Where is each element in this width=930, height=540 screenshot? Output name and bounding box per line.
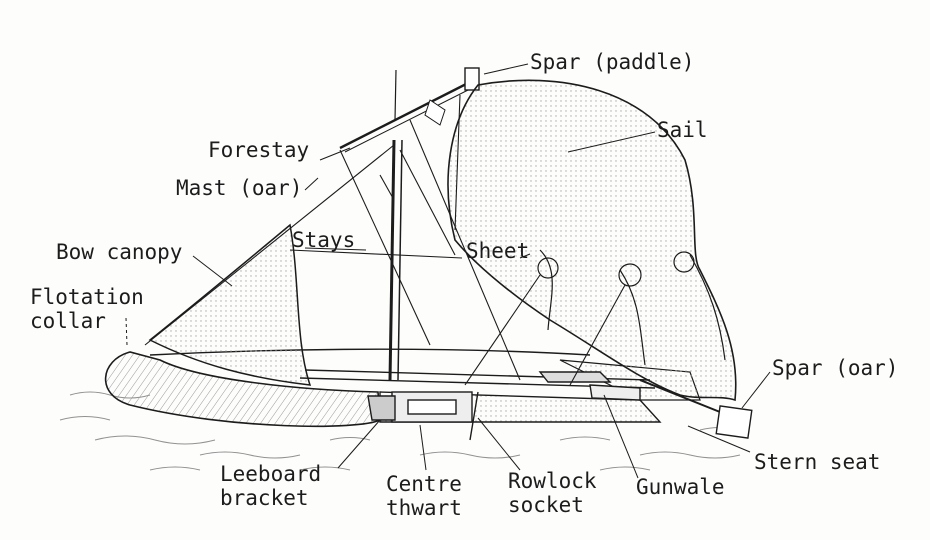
sail-shape — [447, 79, 737, 402]
label-forestay: Forestay — [208, 138, 310, 162]
label-bow-canopy: Bow canopy — [56, 240, 183, 264]
label-centre-thwart-line1: Centre — [386, 472, 462, 496]
label-spar-oar: Spar (oar) — [772, 356, 899, 380]
leader-lines — [125, 63, 771, 479]
label-leeboard-bracket-line1: Leeboard — [220, 462, 322, 486]
label-flotation-collar-line1: Flotation — [30, 285, 144, 309]
label-sheet: Sheet — [466, 239, 530, 263]
mast-shape — [388, 69, 403, 381]
label-stays: Stays — [292, 228, 356, 252]
label-stern-seat: Stern seat — [754, 450, 881, 474]
label-centre-thwart-line2: thwart — [386, 496, 462, 520]
hull-frame — [299, 369, 656, 441]
label-mast-oar: Mast (oar) — [176, 176, 303, 200]
label-rowlock-socket-line2: socket — [508, 493, 584, 517]
rigging-lines — [144, 94, 626, 386]
label-flotation-collar-line2: collar — [30, 309, 106, 333]
label-sail: Sail — [657, 118, 708, 142]
label-spar-paddle: Spar (paddle) — [530, 50, 695, 74]
water-surface — [59, 391, 741, 471]
label-leeboard-bracket-line2: bracket — [220, 486, 309, 510]
label-gunwale: Gunwale — [636, 475, 725, 499]
spar-oar-shape — [639, 379, 753, 439]
spar-paddle-shape — [339, 67, 481, 153]
label-rowlock-socket-line1: Rowlock — [508, 469, 597, 493]
